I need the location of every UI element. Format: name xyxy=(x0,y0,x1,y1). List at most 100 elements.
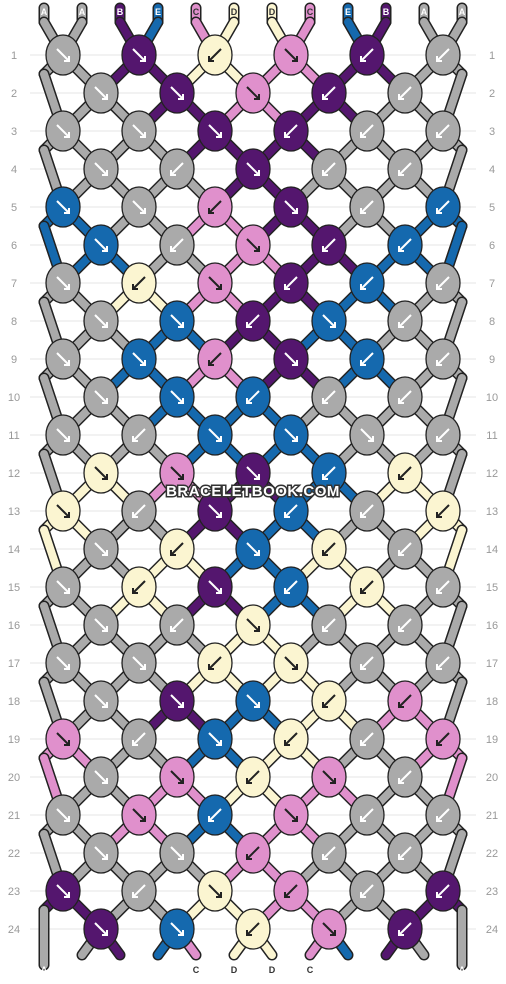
knot xyxy=(311,224,347,266)
string-label-top: E xyxy=(345,7,351,17)
knot-arrowhead-icon xyxy=(102,550,108,556)
row-number-right: 6 xyxy=(489,240,495,252)
knot-arrow-icon xyxy=(94,86,108,100)
knot-arrow-icon xyxy=(322,846,336,860)
knot xyxy=(197,870,233,912)
knot xyxy=(197,34,233,76)
string-label-top: D xyxy=(269,7,276,17)
knot-arrowhead-icon xyxy=(132,588,138,594)
knot-arrowhead-icon xyxy=(64,512,70,518)
knot-arrowhead-icon xyxy=(360,588,366,594)
row-number-right: 22 xyxy=(486,848,498,860)
row-number-left: 9 xyxy=(11,354,17,366)
knot xyxy=(197,718,233,760)
knot xyxy=(83,452,119,494)
knot xyxy=(425,794,461,836)
knot-arrow-icon xyxy=(360,504,374,518)
knot xyxy=(311,680,347,722)
knot xyxy=(83,756,119,798)
knot xyxy=(121,870,157,912)
knot xyxy=(159,528,195,570)
knot-arrow-icon xyxy=(132,732,146,746)
knot-arrow-icon xyxy=(398,466,412,480)
knot-arrow-icon xyxy=(360,732,374,746)
knot-arrowhead-icon xyxy=(178,474,184,480)
knot xyxy=(235,908,271,950)
knot xyxy=(273,718,309,760)
knot xyxy=(349,870,385,912)
knot-arrowhead-icon xyxy=(216,436,222,442)
knot-arrow-icon xyxy=(208,276,222,290)
string-label-top: A xyxy=(79,7,86,17)
knot xyxy=(159,376,195,418)
knot-arrow-icon xyxy=(56,352,70,366)
knot xyxy=(121,110,157,152)
knot xyxy=(387,72,423,114)
knot xyxy=(349,262,385,304)
row-number-left: 10 xyxy=(8,392,20,404)
knot xyxy=(311,300,347,342)
knot-arrowhead-icon xyxy=(436,664,442,670)
knot xyxy=(425,186,461,228)
knot-arrow-icon xyxy=(94,238,108,252)
knot-arrowhead-icon xyxy=(284,740,290,746)
knot-arrowhead-icon xyxy=(170,246,176,252)
knot xyxy=(349,566,385,608)
knot xyxy=(197,490,233,532)
knot xyxy=(425,490,461,532)
knot-arrow-icon xyxy=(94,694,108,708)
knot-arrow-icon xyxy=(322,162,336,176)
row-number-left: 24 xyxy=(8,924,20,936)
knot xyxy=(197,110,233,152)
knot-arrow-icon xyxy=(322,618,336,632)
knot-arrowhead-icon xyxy=(292,436,298,442)
knot xyxy=(159,148,195,190)
knot xyxy=(235,376,271,418)
row-number-left: 8 xyxy=(11,316,17,328)
row-number-right: 11 xyxy=(486,430,497,442)
knot xyxy=(273,338,309,380)
knot-arrowhead-icon xyxy=(360,892,366,898)
knot-arrow-icon xyxy=(322,390,336,404)
knot xyxy=(349,186,385,228)
knot-arrowhead-icon xyxy=(246,930,252,936)
knot-arrowhead-icon xyxy=(102,930,108,936)
knot xyxy=(311,908,347,950)
knot xyxy=(45,870,81,912)
knot xyxy=(311,452,347,494)
row-number-right: 21 xyxy=(486,810,498,822)
knot-arrow-icon xyxy=(322,86,336,100)
knot xyxy=(121,566,157,608)
knot-arrow-icon xyxy=(436,48,450,62)
knot-arrow-icon xyxy=(436,808,450,822)
knot-arrow-icon xyxy=(170,390,184,404)
knot xyxy=(425,414,461,456)
knot-arrow-icon xyxy=(360,428,374,442)
knot xyxy=(159,452,195,494)
knot-arrow-icon xyxy=(132,884,146,898)
knot xyxy=(273,34,309,76)
knot-arrowhead-icon xyxy=(102,322,108,328)
knot-arrowhead-icon xyxy=(102,474,108,480)
knot-arrowhead-icon xyxy=(254,550,260,556)
knot-arrowhead-icon xyxy=(284,284,290,290)
knot xyxy=(83,528,119,570)
row-number-right: 16 xyxy=(486,620,498,632)
knot-arrow-icon xyxy=(398,922,412,936)
knot-arrowhead-icon xyxy=(102,398,108,404)
knot-arrow-icon xyxy=(322,770,336,784)
knot xyxy=(121,34,157,76)
knot-arrowhead-icon xyxy=(140,208,146,214)
knot-arrowhead-icon xyxy=(254,474,260,480)
row-number-left: 15 xyxy=(8,582,20,594)
knot xyxy=(387,528,423,570)
string-label-top: A xyxy=(421,7,428,17)
row-number-right: 4 xyxy=(489,164,495,176)
knot-arrowhead-icon xyxy=(102,94,108,100)
knot-arrowhead-icon xyxy=(254,170,260,176)
knot-arrow-icon xyxy=(284,504,298,518)
row-number-right: 3 xyxy=(489,126,495,138)
knot-arrow-icon xyxy=(398,314,412,328)
knot-arrow-icon xyxy=(360,352,374,366)
